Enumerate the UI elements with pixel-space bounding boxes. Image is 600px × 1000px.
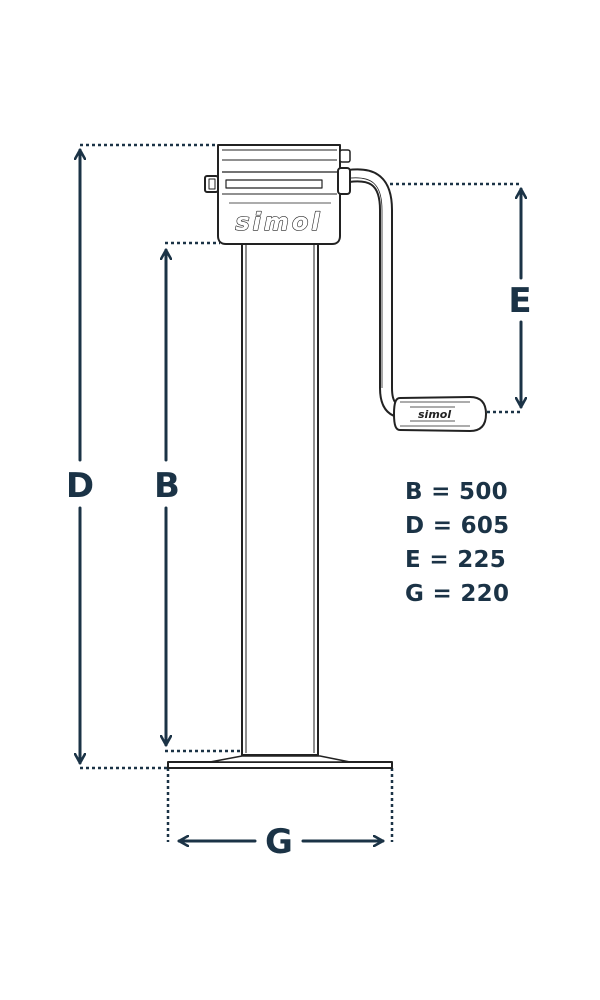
spec-e: E = 225 [405, 547, 507, 573]
jack: simol simol [167, 144, 487, 769]
dimension-label-b: B [154, 466, 180, 506]
housing-brand-logo: simol [235, 208, 322, 236]
spec-g: G = 220 [405, 581, 510, 607]
gear-housing: simol [217, 144, 341, 245]
crank-handle [331, 168, 413, 419]
grip-brand-logo: simol [418, 408, 451, 421]
handle-grip: simol [393, 396, 487, 432]
extension-lines [80, 143, 522, 842]
dimension-spec-list: B = 500 D = 605 E = 225 G = 220 [405, 475, 510, 611]
dimension-label-d: D [66, 466, 94, 506]
dimension-arrows [80, 148, 521, 841]
column-tube [241, 242, 319, 756]
dimension-label-e: E [508, 281, 531, 321]
base-plate [167, 755, 393, 769]
spec-b: B = 500 [405, 479, 508, 505]
left-bolt [204, 175, 219, 193]
dimension-label-g: G [265, 822, 293, 862]
spec-d: D = 605 [405, 513, 510, 539]
crank-hub [337, 149, 351, 195]
